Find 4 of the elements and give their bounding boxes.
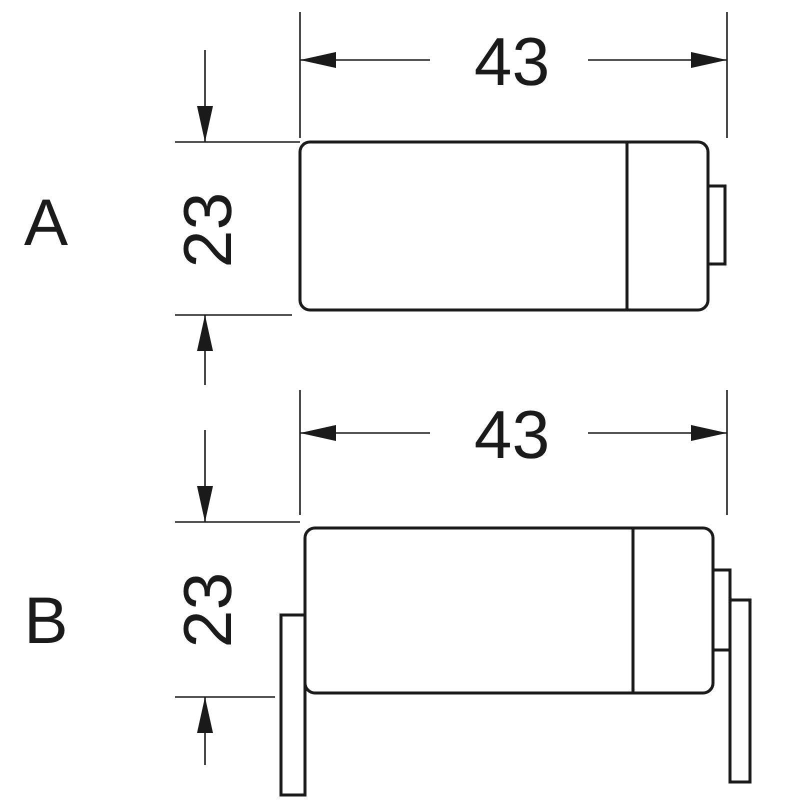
dimension-label: 23 (174, 192, 242, 268)
variant-label: B (24, 587, 68, 653)
variant-label: A (24, 189, 68, 255)
dimension-label: 23 (174, 572, 242, 648)
